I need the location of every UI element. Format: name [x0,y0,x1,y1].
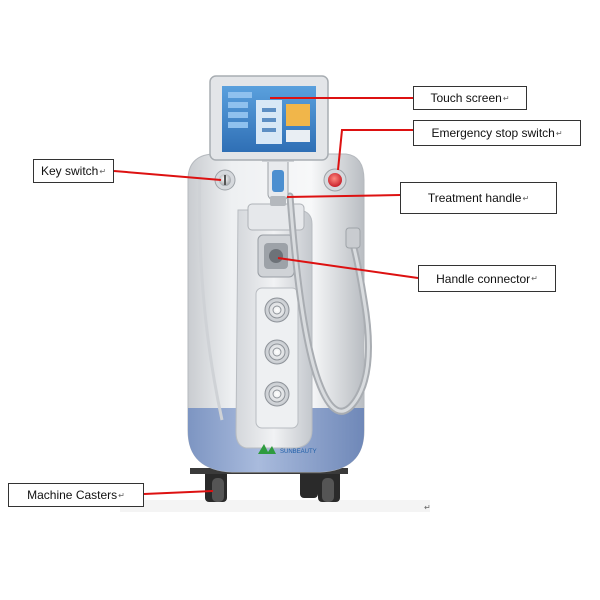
machine-casters [190,468,348,502]
trailing-return-mark: ↵ [424,503,431,512]
return-mark: ↵ [522,193,530,203]
emergency-stop-switch [323,168,347,192]
label-treatment-handle: Treatment handle↵ [400,182,557,214]
leader-treatment-handle [286,194,401,198]
logo-text: SUNBEAUTY [280,449,317,455]
label-touch-screen: Touch screen↵ [413,86,527,110]
label-treatment-handle-text: Treatment handle [427,191,522,205]
leader-lines [113,97,419,495]
return-mark: ↵ [531,274,538,283]
leader-key-switch [113,170,222,181]
touch-screen [209,75,329,162]
label-key-switch-text: Key switch [40,164,99,178]
leader-handle-connector [277,257,419,279]
return-mark: ↵ [555,128,563,138]
floor-shadow [120,500,430,512]
return-mark: ↵ [502,93,510,103]
label-emergency-stop-text: Emergency stop switch [431,126,555,140]
label-machine-casters-text: Machine Casters [27,488,118,502]
label-machine-casters: Machine Casters↵ [8,483,144,507]
leader-emergency-stop [337,129,413,171]
label-emergency-stop: Emergency stop switch↵ [413,120,581,146]
label-handle-connector: Handle connector↵ [418,265,556,292]
return-mark: ↵ [99,166,107,176]
brand-logo: SUNBEAUTY [258,444,317,455]
label-key-switch: Key switch↵ [33,159,114,183]
label-touch-screen-text: Touch screen [430,91,502,105]
leader-machine-casters [143,490,214,495]
label-handle-connector-text: Handle connector [436,271,531,286]
return-mark: ↵ [118,490,125,500]
